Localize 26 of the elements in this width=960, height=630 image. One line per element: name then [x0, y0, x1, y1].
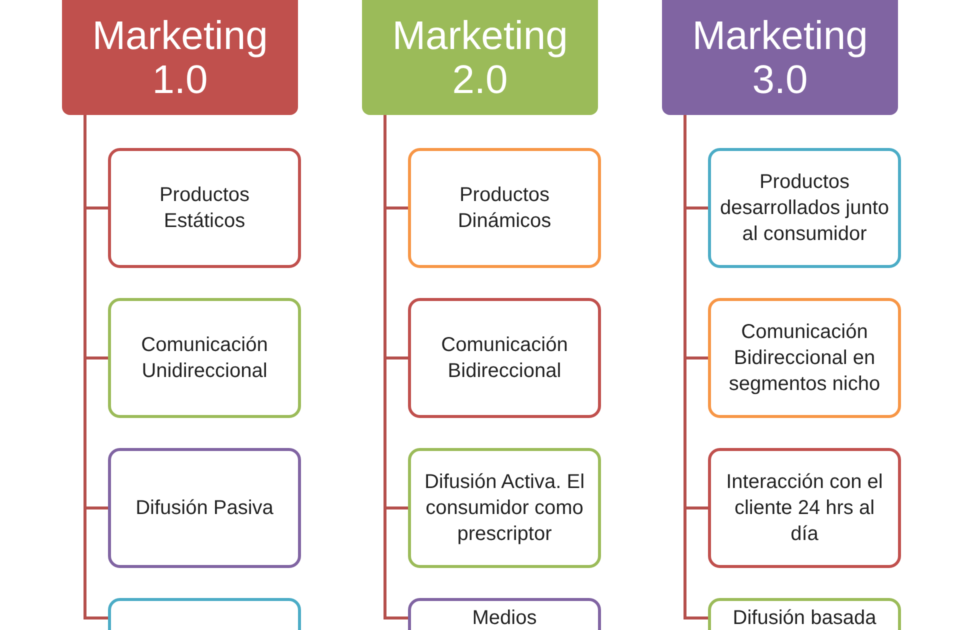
- item-card: [108, 148, 301, 268]
- item-card: [708, 148, 901, 268]
- header-box: [662, 0, 898, 115]
- item-text: Productos Estáticos: [158, 183, 251, 234]
- item-text: Difusión basada: [732, 606, 876, 630]
- item-text: Medios: [472, 606, 537, 630]
- item-card: [108, 448, 301, 568]
- header-title: Marketing 2.0: [391, 14, 569, 102]
- header-box: [62, 0, 298, 115]
- header-box: [362, 0, 598, 115]
- item-card: [408, 148, 601, 268]
- item-card: [408, 298, 601, 418]
- item-card: [408, 448, 601, 568]
- item-text: Productos desarrollados junto al consumidor: [719, 170, 890, 247]
- item-text: Interacción con el cliente 24 hrs al día: [725, 470, 884, 547]
- item-text: Comunicación Bidireccional en segmentos nicho: [728, 320, 882, 397]
- header-title: Marketing 1.0: [91, 14, 269, 102]
- item-text: Comunicación Bidireccional: [440, 333, 569, 384]
- item-card: [708, 298, 901, 418]
- item-text: Difusión Activa. El consumidor como prescriptor: [423, 470, 586, 547]
- item-card: [708, 448, 901, 568]
- header-title: Marketing 3.0: [691, 14, 869, 102]
- item-text: Productos Dinámicos: [456, 183, 552, 234]
- item-text: Comunicación Unidireccional: [140, 333, 269, 384]
- item-text: Difusión Pasiva: [136, 496, 274, 521]
- item-card: [108, 298, 301, 418]
